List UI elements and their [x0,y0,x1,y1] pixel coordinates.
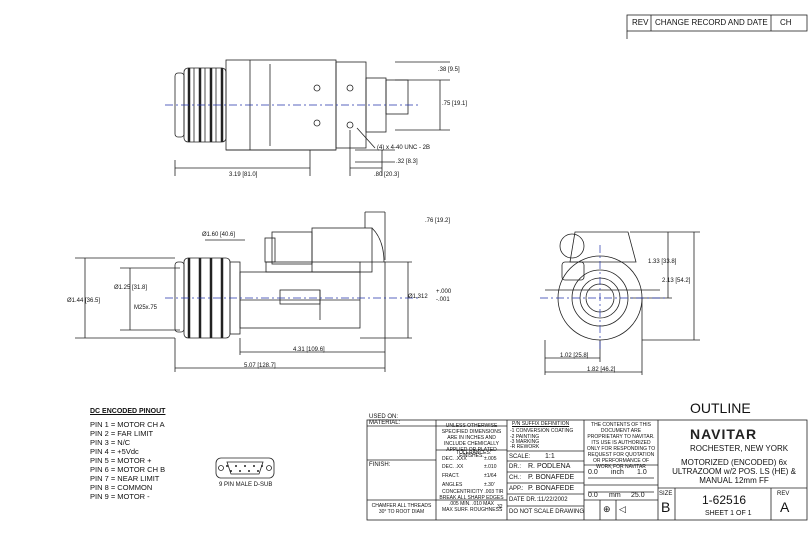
concentricity-note: CONCENTRICITY .003 TIR [442,489,504,495]
tol-label-2: FRACT. [442,473,460,479]
outline-title: OUTLINE [690,400,751,416]
pin-item: PIN 8 = COMMON [90,483,153,492]
tolerances-header: TOLERANCES: [456,450,492,456]
rev-label: REV [777,491,790,497]
used-on-label: USED ON: [369,414,399,420]
tol-minus: -.001 [436,297,450,303]
do-not-scale: DO NOT SCALE DRAWING [509,509,585,515]
dim-213: 2.13 [54.2] [662,278,691,284]
material-label: MATERIAL: [369,420,401,426]
scale-inch-start: 0.0 [588,469,598,476]
sheet-number: SHEET 1 OF 1 [705,510,752,517]
pin-item: PIN 4 = +5Vdc [90,447,139,456]
company-location: ROCHESTER, NEW YORK [690,444,789,453]
scale-mm-end: 25.0 [631,492,645,499]
dim-125: Ø1.25 [31.8] [114,285,148,291]
ch-value: P. BONAFEDE [528,474,575,481]
part-number: 1-62516 [702,493,747,507]
suffix-title: P/N SUFFIX DEFINITION [512,421,570,427]
thread-m25: M25x.75 [134,305,158,311]
chamfer-note: CHAMFER ALL THREADS 30° TO ROOT DIAM [371,503,432,515]
pinout-title: DC ENCODED PINOUT [90,408,166,415]
dim-160: Ø1.60 [40.6] [202,232,236,238]
scale-inch-unit: inch [611,469,624,476]
dr-label: DR.: [509,464,521,470]
tol-value-3: ±.30' [484,482,495,488]
date-value: 11/22/2002 [538,497,568,503]
tol-plus: +.000 [436,289,452,295]
dim-144: Ø1.44 [36.5] [67,298,101,304]
surface-roughness: MAX SURF. ROUGHNESS [442,507,503,513]
pin-item: PIN 9 = MOTOR - [90,492,150,501]
projection-symbol-icon: ⊕ [603,504,611,514]
dim-507: 5.07 [128.7] [244,363,276,369]
scale-inch-end: 1.0 [637,469,647,476]
dim-431: 4.31 [109.6] [293,347,325,353]
navitar-logo: NAVITAR [690,426,758,442]
tol-label-3: ANGLES [442,482,463,488]
date-label: DATE DR.: [509,497,539,503]
connector-label: 9 PIN MALE D-SUB [219,482,273,488]
dim-133: 1.33 [33.8] [648,259,677,265]
pin-item: PIN 6 = MOTOR CH B [90,465,166,474]
rev-header: REV [632,18,649,27]
title-block-lines [366,419,808,521]
scale-mm-start: 0.0 [588,492,598,499]
dim-32: .32 [8.3] [396,159,418,165]
size-label: SIZE [659,491,673,497]
tol-value-0: ±.005 [484,456,497,462]
suffix-item: -R REWORK [510,444,540,450]
suffix-item: -1 CONVERSION COATING [510,428,574,434]
pin-item: PIN 7 = NEAR LIMIT [90,474,160,483]
dim-80: .80 [20.3] [374,172,400,178]
side-view [75,211,412,372]
app-value: P. BONAFEDE [528,485,575,492]
revision-block-lines [626,14,808,39]
top-view [174,59,450,176]
dim-319: 3.19 [81.0] [229,172,258,178]
dim-38: .38 [9.5] [438,67,460,73]
size-value: B [661,499,671,515]
proprietary-note: THE CONTENTS OF THIS DOCUMENT ARE PROPRI… [586,422,656,470]
tol-value-1: ±.010 [484,464,497,470]
suffix-item: -3 MARKING [510,439,540,445]
drawing-description: MOTORIZED (ENCODED) 6x ULTRAZOOM w/2 POS… [672,458,796,485]
dim-102: 1.02 [25.8] [560,353,589,359]
change-record-header: CHANGE RECORD AND DATE [655,18,768,27]
dim-76: .76 [19.2] [425,218,451,224]
ch-label: CH.: [509,475,521,481]
finish-label: FINISH: [369,462,391,468]
rev-value: A [780,499,790,515]
surface-value: 32 [497,504,503,510]
scale-value: 1:1 [545,453,555,460]
tol-label-0: DEC. .XXX [442,456,467,462]
break-edges-note: BREAK ALL SHARP EDGES .005 MIN. .010 MAX [439,495,504,507]
taper-symbol-icon: ◁ [619,504,626,514]
dim-1312: Ø1.312 [408,294,428,300]
general-note: UNLESS OTHERWISE SPECIFIED DIMENSIONS AR… [441,423,502,459]
tol-label-1: DEC. .XX [442,464,464,470]
ch-header: CH [780,18,792,27]
pin-item: PIN 3 = N/C [90,438,131,447]
dim-75: .75 [19.1] [442,101,468,107]
pin-list: PIN 1 = MOTOR CH A PIN 2 = FAR LIMIT PIN… [90,420,165,501]
pin-item: PIN 1 = MOTOR CH A [90,420,165,429]
scale-mm-unit: mm [609,492,621,499]
tol-value-2: ±1/64 [484,473,497,479]
dr-value: R. PODLENA [528,463,571,470]
thread-note: (4) x 4-40 UNC - 2B [377,145,431,151]
suffix-item: -2 PAINTING [510,434,540,440]
pin-item: PIN 5 = MOTOR + [90,456,152,465]
app-label: APP.: [509,486,524,492]
scale-label: SCALE: [509,454,531,460]
dim-182: 1.82 [46.2] [587,367,616,373]
dsub-connector [215,457,275,479]
pin-item: PIN 2 = FAR LIMIT [90,429,154,438]
